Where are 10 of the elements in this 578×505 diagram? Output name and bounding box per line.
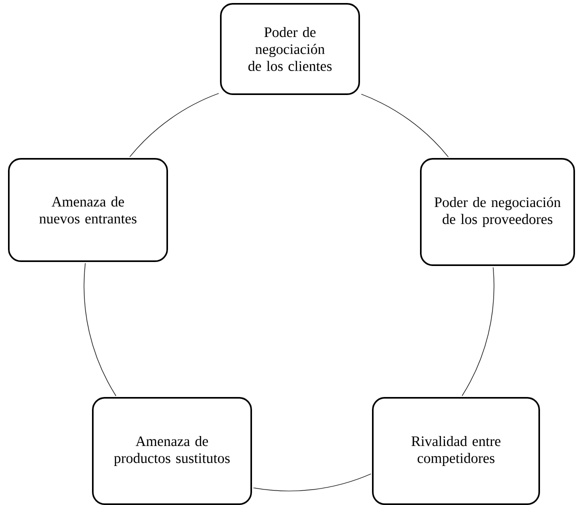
text-box: Rivalidad entre competidores — [372, 396, 540, 505]
connector-arc — [462, 267, 494, 396]
connector-arc — [84, 262, 116, 396]
connector-arc — [360, 94, 449, 158]
text-box: Amenaza de productos sustitutos — [92, 396, 252, 505]
text-box: Poder de negociación de los clientes — [220, 3, 360, 95]
connector-arc — [130, 93, 220, 158]
text-box: Amenaza de nuevos entrantes — [8, 158, 168, 262]
text-box: Poder de negociación de los proveedores — [420, 158, 575, 266]
connector-arc — [253, 474, 372, 492]
